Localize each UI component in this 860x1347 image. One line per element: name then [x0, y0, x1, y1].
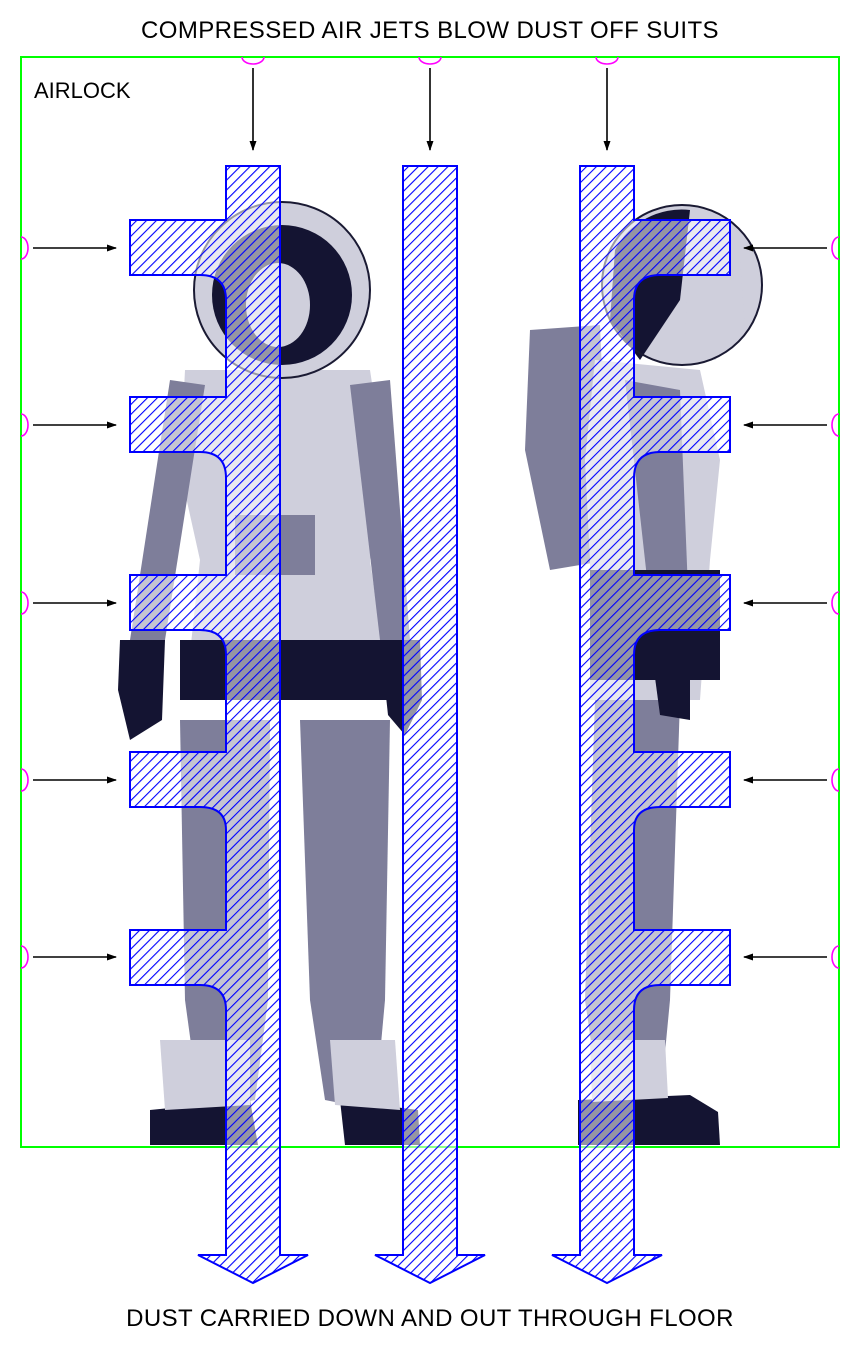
bottom-caption: DUST CARRIED DOWN AND OUT THROUGH FLOOR	[126, 1305, 734, 1332]
ceiling-nozzle-right	[596, 57, 618, 64]
ceiling-nozzle-center	[419, 57, 441, 64]
wall-nozzle	[832, 592, 839, 614]
wall-nozzle	[832, 237, 839, 259]
ceiling-nozzles	[242, 57, 618, 64]
right-wall-nozzles	[832, 237, 839, 968]
wall-nozzle	[832, 946, 839, 968]
right-jet-arrows	[744, 248, 827, 957]
wall-nozzle	[21, 414, 28, 436]
wall-nozzle	[832, 769, 839, 791]
top-caption: COMPRESSED AIR JETS BLOW DUST OFF SUITS	[141, 17, 719, 44]
astronaut-side-view	[525, 205, 762, 1145]
ceiling-jet-arrows	[253, 68, 607, 150]
ceiling-nozzle-left	[242, 57, 264, 64]
wall-nozzle	[21, 769, 28, 791]
left-jet-arrows	[33, 248, 116, 957]
wall-nozzle	[21, 592, 28, 614]
wall-nozzle	[21, 237, 28, 259]
airlock-label: AIRLOCK	[34, 78, 131, 103]
left-wall-nozzles	[21, 237, 28, 968]
wall-nozzle	[21, 946, 28, 968]
wall-nozzle	[832, 414, 839, 436]
